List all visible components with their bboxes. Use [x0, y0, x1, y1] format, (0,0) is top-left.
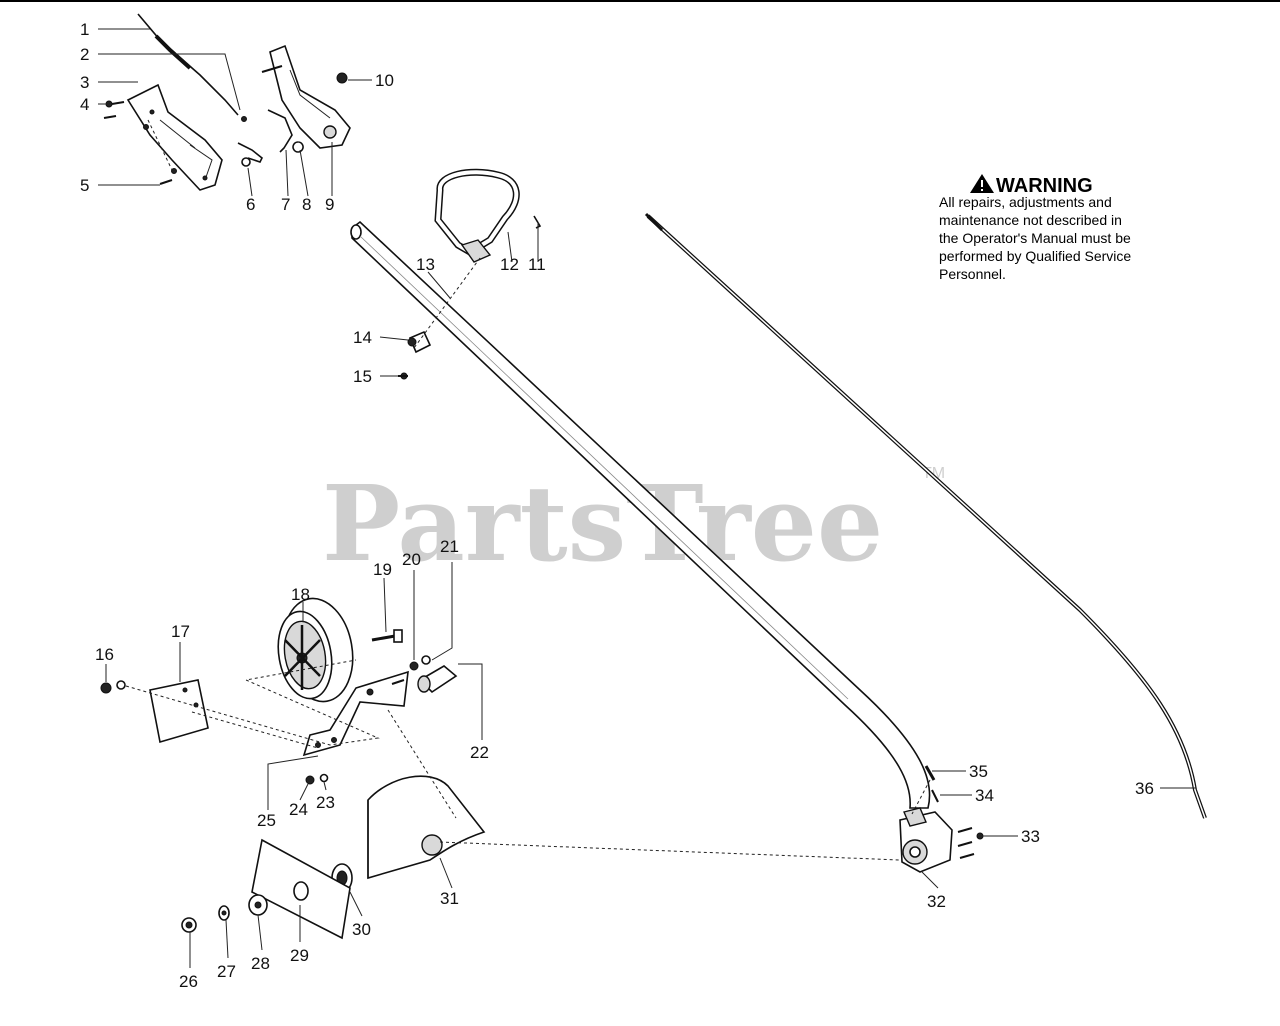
part-guard-plate	[149, 679, 209, 744]
part-blade	[251, 838, 351, 940]
callout-14: 14	[353, 328, 372, 347]
callout-31: 31	[440, 889, 459, 908]
callout-19: 19	[373, 560, 392, 579]
part-screws-4-5	[103, 100, 177, 185]
callout-28: 28	[251, 954, 270, 973]
part-throttle-cable	[137, 13, 247, 122]
callout-26: 26	[179, 972, 198, 991]
warning-block: WARNING All repairs, adjustments and mai…	[939, 174, 1131, 282]
part-shaft-tube	[350, 220, 931, 809]
warning-line-1: All repairs, adjustments and	[939, 194, 1112, 210]
callout-22: 22	[470, 743, 489, 762]
warning-line-3: the Operator's Manual must be	[939, 230, 1131, 246]
part-blade-guard	[367, 775, 486, 880]
warning-line-2: maintenance not described in	[939, 212, 1122, 228]
callout-10: 10	[375, 71, 394, 90]
part-axle-bolt	[371, 629, 431, 671]
callout-32: 32	[927, 892, 946, 911]
watermark: PartsTree TM	[322, 462, 945, 585]
callout-18: 18	[291, 585, 310, 604]
callout-5: 5	[80, 176, 89, 195]
callout-6: 6	[246, 195, 255, 214]
callout-24: 24	[289, 800, 308, 819]
callout-11: 11	[528, 255, 546, 274]
callout-15: 15	[353, 367, 372, 386]
callout-7: 7	[281, 195, 290, 214]
warning-title: WARNING	[996, 175, 1093, 197]
callout-2: 2	[80, 45, 89, 64]
callout-3: 3	[80, 73, 89, 92]
leader-lines	[98, 28, 1196, 968]
watermark-text: PartsTree	[322, 462, 883, 585]
part-wheel-bracket	[302, 670, 409, 757]
part-gear-head	[899, 807, 953, 873]
callout-35: 35	[969, 762, 988, 781]
part-wheel	[277, 597, 354, 703]
assembly-dash-lines	[125, 119, 931, 861]
callout-4: 4	[80, 95, 89, 114]
warning-line-4: performed by Qualified Service	[939, 248, 1131, 264]
part-edge-knob	[417, 665, 458, 694]
warning-line-5: Personnel.	[939, 266, 1006, 282]
part-d-handle	[434, 168, 542, 263]
callout-34: 34	[975, 786, 994, 805]
part-nuts-16	[100, 680, 126, 694]
callout-27: 27	[217, 962, 236, 981]
callout-12: 12	[500, 255, 519, 274]
part-handle-housing	[126, 83, 223, 191]
callout-30: 30	[352, 920, 371, 939]
callout-23: 23	[316, 793, 335, 812]
callout-20: 20	[402, 550, 421, 569]
part-nuts-23-24	[305, 773, 329, 785]
callout-numbers: 1 2 3 4 5 6 7 8 9 10 11 12 13 14 15 16 1…	[80, 20, 1154, 991]
callout-9: 9	[325, 195, 334, 214]
part-trigger-assembly	[237, 109, 304, 167]
callout-25: 25	[257, 811, 276, 830]
callout-16: 16	[95, 645, 114, 664]
part-drive-shaft	[644, 212, 1207, 819]
part-handle-housing-right	[261, 44, 351, 149]
callout-8: 8	[302, 195, 311, 214]
callout-21: 21	[440, 537, 459, 556]
callout-1: 1	[80, 20, 89, 39]
callout-29: 29	[290, 946, 309, 965]
part-blade-washers	[181, 894, 268, 933]
callout-33: 33	[1021, 827, 1040, 846]
callout-13: 13	[416, 255, 435, 274]
callout-17: 17	[171, 622, 190, 641]
callout-36: 36	[1135, 779, 1154, 798]
